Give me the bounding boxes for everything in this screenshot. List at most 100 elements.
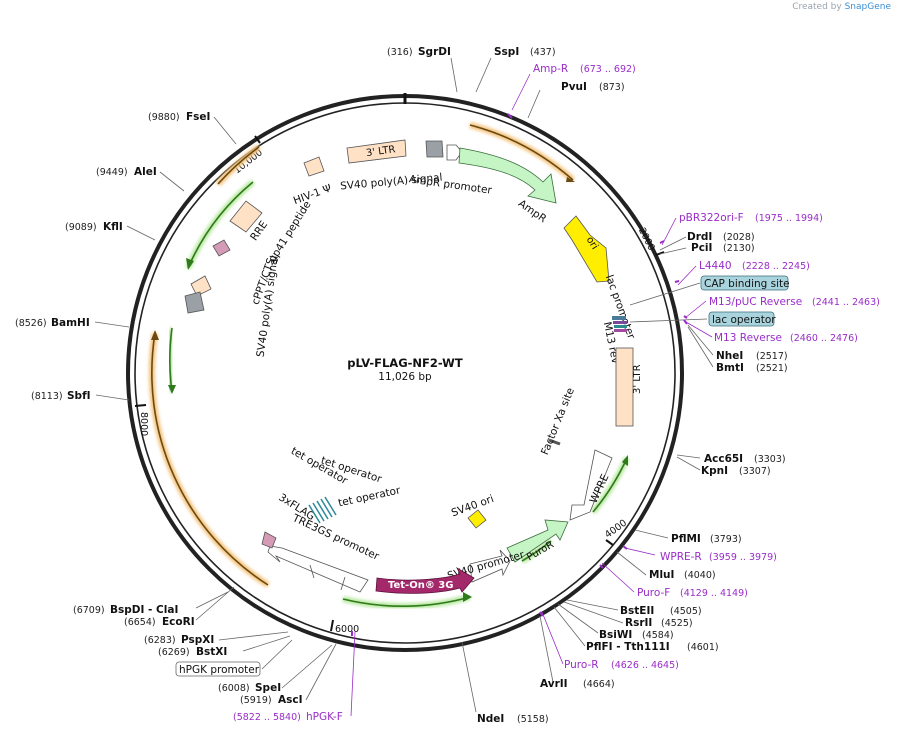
site-pflmi: PflMI xyxy=(671,533,701,545)
svg-text:CAP binding site: CAP binding site xyxy=(704,278,790,290)
site-pos-sspi: (437) xyxy=(530,47,556,58)
site-pflfi-tth111i: PflFI - Tth111I xyxy=(586,641,670,653)
site-pos-asci: (5919) xyxy=(240,695,272,706)
lac-stack-2 xyxy=(613,321,627,324)
green-arc-upper-left xyxy=(187,181,254,269)
site-pos-bstxi: (6269) xyxy=(158,647,190,658)
site-pos-pcii: (2130) xyxy=(723,243,755,254)
site-pos-fsei: (9880) xyxy=(148,112,180,123)
site-pos-bamhi: (8526) xyxy=(15,318,47,329)
site-pos-nhei: (2517) xyxy=(756,351,788,362)
hiv-psi-label: HIV-1 Ψ xyxy=(292,182,333,207)
site-pspxi: PspXI xyxy=(181,634,214,646)
site-pos-bmti: (2521) xyxy=(756,363,788,374)
flag3x-box xyxy=(261,531,277,549)
site-pos-mlui: (4040) xyxy=(684,570,716,581)
puror-arrow xyxy=(506,519,569,563)
site-drdi: DrdI xyxy=(687,231,712,243)
tick-label-4000: 4000 xyxy=(603,518,629,541)
ampr-promoter-arrow xyxy=(446,144,463,161)
lac-stack-1 xyxy=(612,316,626,320)
site-sspi: SspI xyxy=(494,46,519,58)
site-pos-pflmi: (3793) xyxy=(710,534,742,545)
teton-label: Tet-On® 3G xyxy=(388,580,453,591)
plasmid-name: pLV-FLAG-NF2-WT xyxy=(347,356,463,370)
ampr-arc-head xyxy=(566,177,575,182)
wpre-box xyxy=(569,449,613,521)
site-pos-pspxi: (6283) xyxy=(144,635,176,646)
primer-wpre-r: WPRE-R xyxy=(660,551,702,563)
gp41-box xyxy=(212,239,231,257)
leader-lines xyxy=(94,57,714,717)
primer-range-m13puc: (2441 .. 2463) xyxy=(812,297,880,308)
primer-range-ampr: (673 .. 692) xyxy=(580,64,636,75)
plasmid-length: 11,026 bp xyxy=(378,371,432,383)
teton-arc xyxy=(342,596,471,607)
site-bsteii: BstEII xyxy=(620,605,654,617)
lac-operator-box: lac operator xyxy=(708,311,776,327)
site-sgrdi: SgrDI xyxy=(418,46,451,58)
lac-stack-4 xyxy=(614,329,627,332)
primer-range-pbr322ori: (1975 .. 1994) xyxy=(755,213,823,224)
site-labels: (316) SgrDI SspI (437) Amp-R (673 .. 692… xyxy=(15,46,880,725)
puror-arc xyxy=(521,540,552,562)
tre3gs-label: TRE3GS promoter xyxy=(290,512,382,563)
svg-text:lac operator: lac operator xyxy=(712,314,776,326)
primer-range-puro-r: (4626 .. 4645) xyxy=(611,660,679,671)
primer-hpgk-f: hPGK-F xyxy=(306,711,343,723)
primer-marks xyxy=(351,113,688,636)
tet-operator-stack xyxy=(308,496,337,524)
site-pvui: PvuI xyxy=(561,81,587,93)
site-pos-ndei: (5158) xyxy=(517,714,549,725)
site-avrii: AvrII xyxy=(540,678,568,690)
cap-binding-site-box: CAP binding site xyxy=(700,275,790,291)
site-nhei: NheI xyxy=(716,350,743,362)
site-ecori: EcoRI xyxy=(162,616,195,628)
rre-box xyxy=(229,200,263,233)
site-bamhi: BamHI xyxy=(51,317,90,329)
site-pos-avrii: (4664) xyxy=(583,679,615,690)
site-rsrii: RsrII xyxy=(625,617,652,629)
backbone xyxy=(126,93,684,652)
ltr-right-box xyxy=(615,347,634,427)
snapgene-logo[interactable]: SnapGene xyxy=(844,2,891,12)
site-asci: AscI xyxy=(278,694,303,706)
site-pos-bspdi-clai: (6709) xyxy=(73,605,105,616)
site-bsiwi: BsiWI xyxy=(599,629,632,641)
primer-pbr322ori: pBR322ori-F xyxy=(679,212,744,224)
site-pos-pvui: (873) xyxy=(599,82,625,93)
tre3gs-arrow xyxy=(267,545,369,593)
primer-ampr: Amp-R xyxy=(533,63,568,75)
primer-range-m13rev: (2460 .. 2476) xyxy=(790,333,858,344)
site-pos-acc65i: (3303) xyxy=(754,454,786,465)
primer-range-puro-f: (4129 .. 4149) xyxy=(680,588,748,599)
site-pos-kfli: (9089) xyxy=(65,222,97,233)
sv40ori-box xyxy=(467,509,487,529)
snapgene-credit[interactable]: Created by SnapGene xyxy=(792,2,891,12)
ltr-top-box xyxy=(346,139,407,164)
tick-label-8000: 8000 xyxy=(138,412,149,436)
site-pos-rsrii: (4525) xyxy=(661,618,693,629)
primer-range-l4440: (2228 .. 2245) xyxy=(742,261,810,272)
hiv-psi-box xyxy=(303,156,325,177)
cppt-box xyxy=(190,275,212,297)
site-spei: SpeI xyxy=(255,682,281,694)
ampr-label: AmpR xyxy=(516,197,549,225)
site-pos-sgrdi: (316) xyxy=(387,47,413,58)
site-pos-sbfi: (8113) xyxy=(31,391,63,402)
site-pcii: PciI xyxy=(691,242,712,254)
site-bspdi-clai: BspDI - ClaI xyxy=(110,604,178,616)
site-pos-kpni: (3307) xyxy=(739,466,771,477)
svg-text:hPGK promoter: hPGK promoter xyxy=(179,664,260,676)
site-pos-pflfi-tth111i: (4601) xyxy=(687,642,719,653)
tick-label-6000: 6000 xyxy=(335,624,359,635)
factor-xa-mark xyxy=(548,438,561,446)
ori-arrow xyxy=(563,215,610,283)
sv40pa-left-box xyxy=(184,291,205,314)
primer-puro-r: Puro-R xyxy=(564,659,599,671)
primer-m13puc: M13/pUC Reverse xyxy=(709,296,802,308)
credit-prefix: Created by xyxy=(792,2,842,12)
feature-arcs xyxy=(148,122,630,610)
sv40-promoter-arrow xyxy=(469,549,511,583)
primer-puro-f: Puro-F xyxy=(637,587,670,599)
